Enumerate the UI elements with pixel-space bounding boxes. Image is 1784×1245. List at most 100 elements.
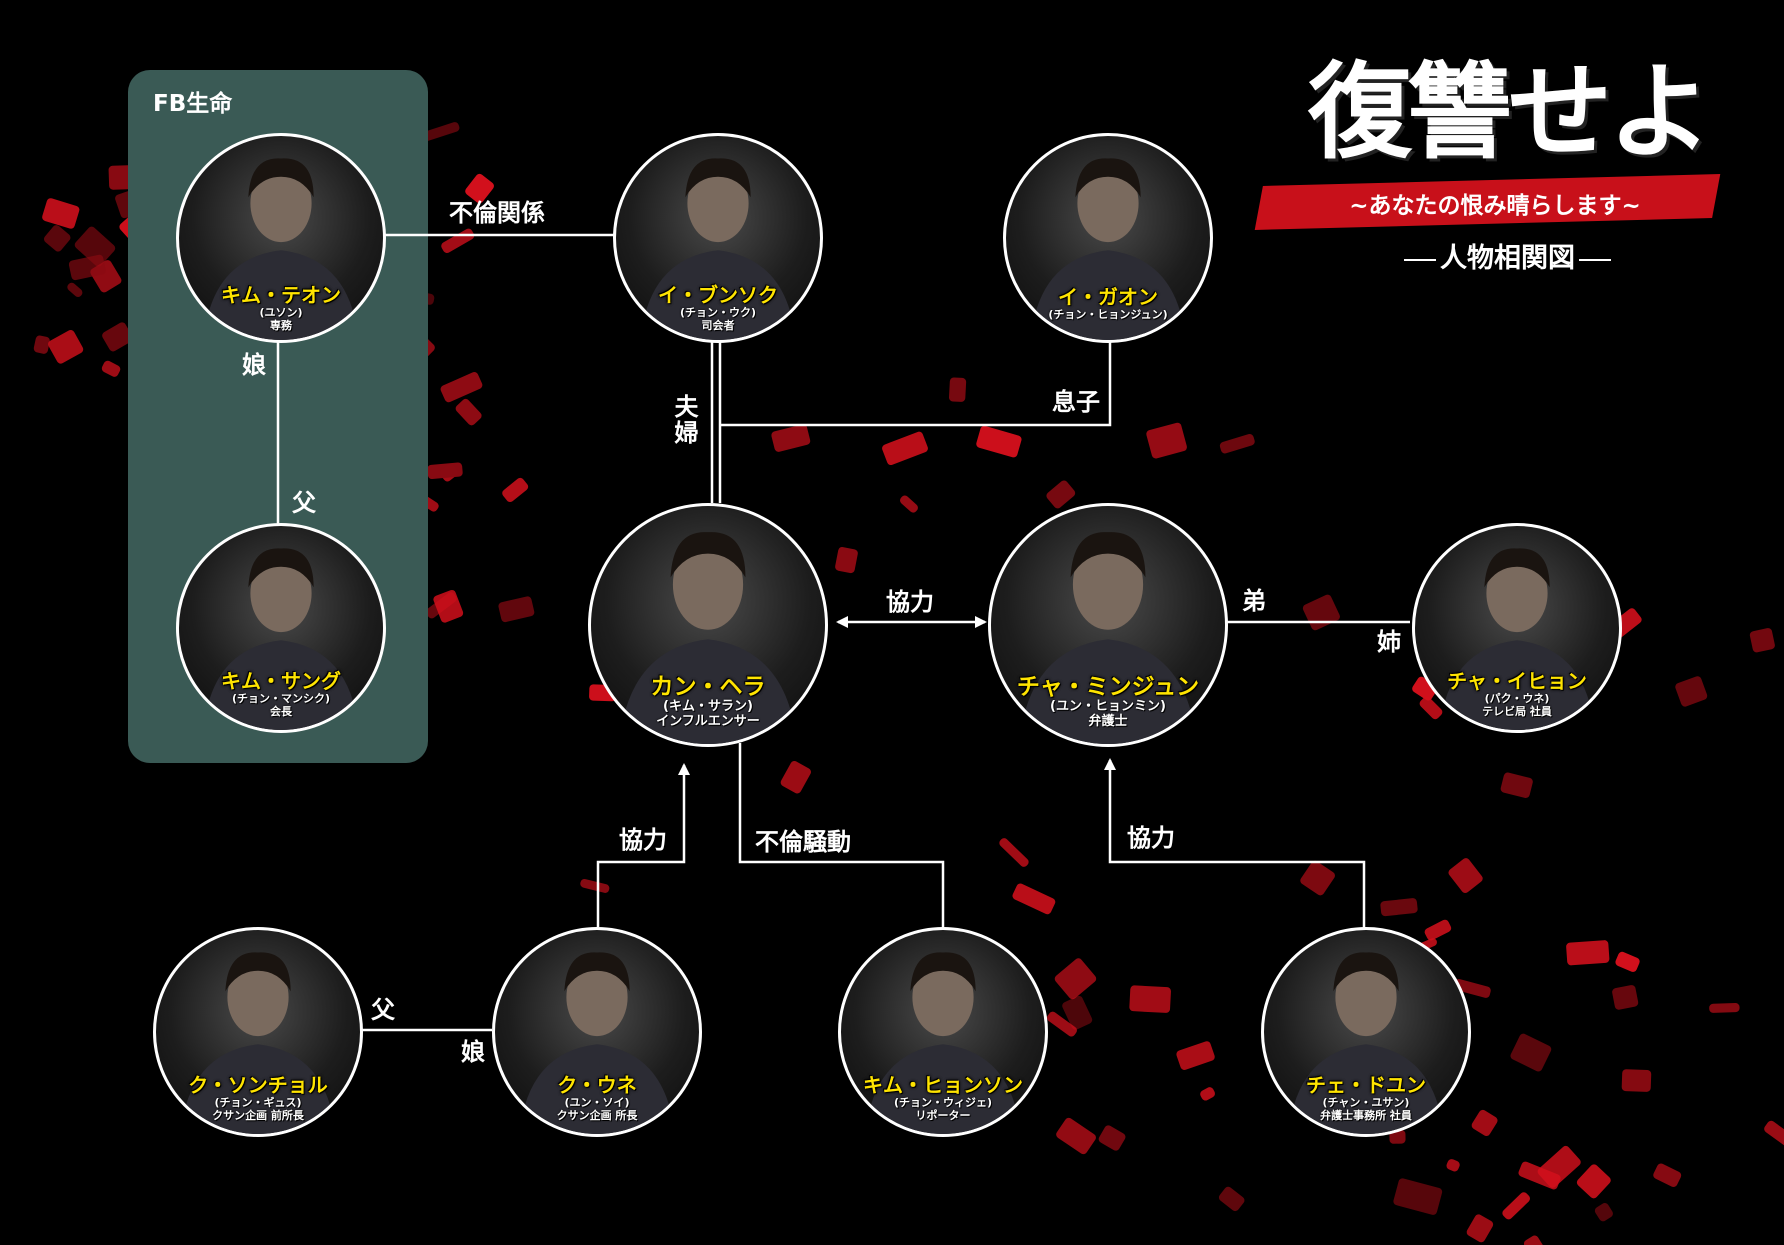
rel-daughter-top: 娘 [242,351,266,379]
red-petal [43,225,71,252]
character-name: チェ・ドユン [1306,1073,1426,1097]
silhouette-head [912,958,974,1037]
red-petal [1056,1117,1096,1155]
line-son [720,338,1112,427]
red-petal [580,878,610,893]
silhouette-head [1077,164,1139,243]
rel-couple: 夫婦 [670,394,698,446]
silhouette-hair [1333,952,1399,992]
character-lee-junseok[interactable]: イ・ブンソク (チョン・ウク) 司会者 [613,133,823,343]
group-label: FB生命 [153,91,233,117]
red-petal [1576,1164,1611,1199]
portrait-icon [991,506,1225,744]
character-role: クサン企画 前所長 [212,1108,304,1122]
silhouette-body [203,250,359,340]
red-petal [67,282,83,297]
red-petal [74,226,116,267]
character-role: テレビ局 社員 [1482,704,1552,718]
red-petal [1176,1041,1215,1070]
red-petal [1419,696,1443,720]
rel-sister: 姉 [1377,628,1401,656]
portrait-icon [1264,930,1468,1134]
red-petal [1393,1178,1443,1215]
rel-daughter-bottom: 娘 [461,1038,485,1066]
silhouette-head [1486,554,1548,633]
silhouette-hair [685,158,751,198]
character-actor: (ユン・ソイ) [564,1096,630,1109]
red-petal [102,322,133,352]
red-petal [1380,898,1418,917]
silhouette-head [1072,539,1144,630]
silhouette-hair [564,952,630,992]
silhouette-hair [225,952,291,992]
silhouette-body [865,1044,1021,1134]
red-petal [455,398,482,426]
character-role: 専務 [270,318,292,332]
red-petal [1424,919,1452,941]
show-subtitle: ~あなたの恨み晴らします~ [1349,192,1641,219]
rel-father-bottom: 父 [371,996,395,1024]
red-petal [1062,995,1093,1030]
silhouette-hair [1484,548,1550,588]
character-kim-sanggu[interactable]: キム・サング (チョン・マンシク) 会長 [176,523,386,733]
red-petal [1621,1069,1652,1092]
red-petal [33,335,50,354]
red-petal [68,254,106,281]
silhouette-shape [1439,548,1595,730]
title-block: 復讐せよ ~あなたの恨み晴らします~ 人物相関図 [1254,60,1740,280]
silhouette-body [203,640,359,730]
silhouette-hair [670,532,746,578]
character-actor: (キム・サラン) [663,699,753,715]
character-gu-eunae[interactable]: ク・ウネ (ユン・ソイ) クサン企画 所長 [492,927,702,1137]
silhouette-head [250,164,312,243]
silhouette-shape [619,532,797,744]
character-name: チャ・イヒョン [1447,669,1587,693]
character-kang-hera[interactable]: カン・ヘラ (キム・サラン) インフルエンサー [588,503,828,747]
character-role: 会長 [270,704,292,718]
character-gu-seongcheol[interactable]: ク・ソンチョル (チョン・ギュス) クサン企画 前所長 [153,927,363,1137]
portrait-icon [1006,136,1210,340]
character-cha-minjun[interactable]: チャ・ミンジュン (ユン・ヒョンミン) 弁護士 [988,503,1228,747]
character-name: ク・ウネ [557,1073,637,1097]
character-role: インフルエンサー [656,714,760,730]
character-kim-hyeonseon[interactable]: キム・ヒョンソン (チョン・ウィジェ) リポーター [838,927,1048,1137]
red-petal [999,838,1029,867]
portrait-icon [179,526,383,730]
character-actor: (ユン・ヒョンミン) [1050,699,1166,715]
character-actor: (チョン・ギュス) [214,1096,302,1109]
rel-cooperate-left: 協力 [619,826,667,854]
silhouette-hair [248,548,314,588]
chart-label: 人物相関図 [1400,236,1615,275]
character-actor: (ユソン) [259,306,303,319]
red-petal [1518,1161,1561,1190]
red-petal [1098,1125,1126,1151]
red-petal [948,377,967,402]
character-actor: (パク・ウネ) [1484,692,1550,705]
character-name: カン・ヘラ [650,674,766,700]
red-petal [1502,1192,1530,1220]
character-actor: (チョン・マンシク) [231,692,331,705]
red-petal [48,329,84,364]
silhouette-head [672,539,744,630]
silhouette-head [566,958,628,1037]
red-petal [1594,1202,1613,1222]
character-kim-taeon[interactable]: キム・テオン (ユソン) 専務 [176,133,386,343]
red-petal [1749,628,1775,653]
silhouette-body [619,639,797,744]
red-petal [1047,1011,1077,1037]
character-choi-doyun[interactable]: チェ・ドユン (チャン・ユサン) 弁護士事務所 社員 [1261,927,1471,1137]
character-cha-ihyeon[interactable]: チャ・イヒョン (パク・ウネ) テレビ局 社員 [1412,523,1622,733]
character-lee-gaon[interactable]: イ・ガオン (チョン・ヒョンジュン) [1003,133,1213,343]
character-role: 弁護士 [1088,714,1128,730]
character-actor: (チョン・ウク) [679,306,757,319]
silhouette-body [1439,640,1595,730]
portrait-icon [841,930,1045,1134]
red-petal [1523,1235,1545,1245]
red-petal [1448,858,1483,893]
red-petal [101,360,121,377]
character-actor: (チョン・ヒョンジュン) [1048,308,1168,321]
portrait-icon [616,136,820,340]
silhouette-shape [1288,952,1444,1134]
rel-affair-scandal: 不倫騒動 [755,828,851,856]
red-petal [502,477,529,503]
